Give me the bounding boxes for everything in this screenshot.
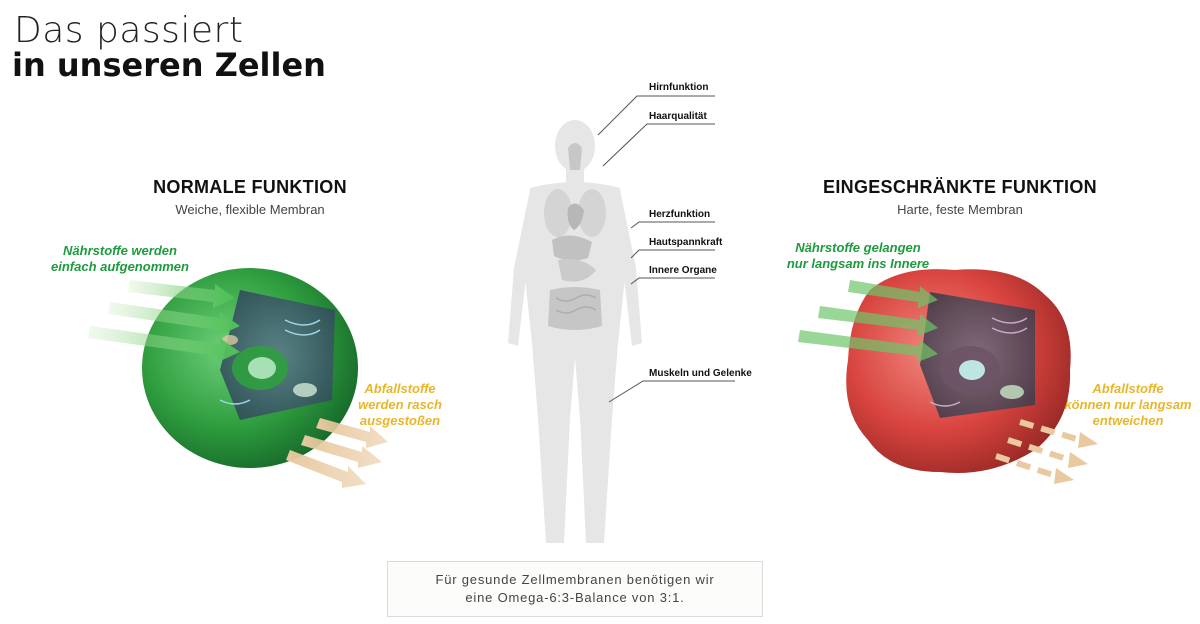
normal-function-title: NORMALE FUNKTION: [153, 177, 347, 197]
impaired-function-title: EINGESCHRÄNKTE FUNKTION: [823, 177, 1097, 197]
waste-arrows: [286, 418, 388, 488]
impaired-cell-illustration: [798, 269, 1098, 484]
label-heart-function: Herzfunktion: [649, 209, 711, 220]
human-body-silhouette: [508, 120, 642, 543]
impaired-waste-note: Abfallstoffe können nur langsam entweich…: [1064, 381, 1192, 428]
page-title-line1: Das passiert: [14, 10, 244, 51]
normal-waste-note: Abfallstoffe werden rasch ausgestoßen: [358, 381, 442, 428]
normal-cell-illustration: [88, 268, 388, 488]
label-muscles-joints: Muskeln und Gelenke: [649, 368, 752, 379]
nucleolus: [959, 360, 985, 380]
organs: [544, 143, 606, 330]
impaired-function-subtitle: Harte, feste Membran: [897, 202, 1023, 217]
impaired-nutrient-note: Nährstoffe gelangen nur langsam ins Inne…: [786, 240, 930, 271]
normal-function-subtitle: Weiche, flexible Membran: [175, 202, 325, 217]
label-brain-function: Hirnfunktion: [649, 82, 709, 93]
omega-balance-info-box: Für gesunde Zellmembranen benötigen wir …: [387, 561, 763, 617]
nutrient-arrows: [88, 280, 240, 362]
body-leader-lines: [597, 95, 735, 403]
info-line-2: eine Omega-6:3-Balance von 3:1.: [465, 590, 685, 605]
label-hair-quality: Haarqualität: [649, 111, 707, 122]
nucleolus: [248, 357, 276, 379]
normal-nutrient-note: Nährstoffe werden einfach aufgenommen: [51, 243, 189, 274]
page-title-line2: in unseren Zellen: [12, 46, 326, 84]
waste-arrows: [995, 419, 1098, 484]
label-skin-elasticity: Hautspannkraft: [649, 237, 723, 248]
info-line-1: Für gesunde Zellmembranen benötigen wir: [435, 572, 715, 587]
nutrient-arrows: [798, 280, 938, 362]
label-internal-organs: Innere Organe: [649, 265, 717, 276]
